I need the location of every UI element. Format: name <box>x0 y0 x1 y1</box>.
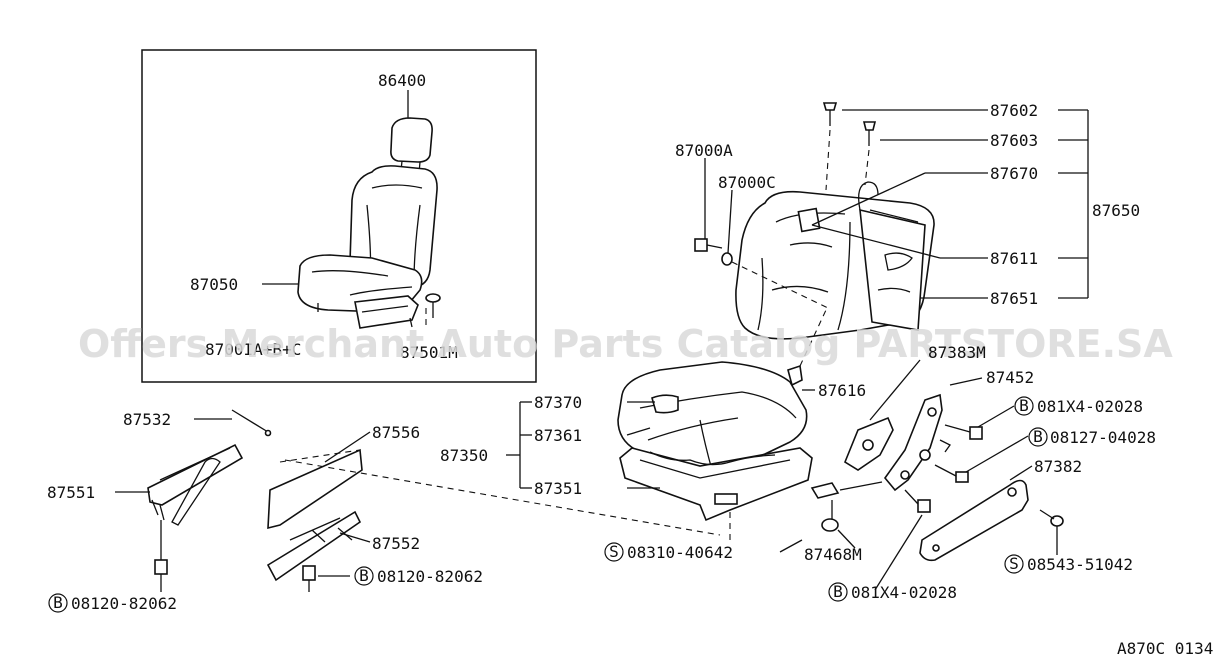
clip-87616-illustration <box>787 309 827 387</box>
label-87361: 87361 <box>534 426 582 445</box>
label-87670: 87670 <box>990 164 1038 183</box>
callout-number: 08310-40642 <box>627 543 733 562</box>
callout-prefix: B <box>53 593 63 612</box>
label-86400: 86400 <box>378 71 426 90</box>
callout-number: 08127-04028 <box>1050 428 1156 447</box>
callout-b-08120-82062-left: B 08120-82062 <box>48 593 177 613</box>
callout-b-08127-04028: B 08127-04028 <box>1028 427 1156 447</box>
hinge-87452-illustration <box>883 377 983 492</box>
label-87616: 87616 <box>818 381 866 400</box>
label-87382: 87382 <box>1034 457 1082 476</box>
bolt-mid-illustration <box>302 565 316 592</box>
callout-prefix: S <box>609 542 619 561</box>
label-87350: 87350 <box>440 446 488 465</box>
inset-bolt-illustration <box>425 293 441 330</box>
label-87551: 87551 <box>47 483 95 502</box>
label-87651: 87651 <box>990 289 1038 308</box>
callout-prefix: B <box>1033 427 1043 446</box>
label-87603: 87603 <box>990 131 1038 150</box>
callout-prefix: B <box>359 566 369 585</box>
label-87383m: 87383M <box>928 343 986 362</box>
label-87501m: 87501M <box>400 343 458 362</box>
label-87611: 87611 <box>990 249 1038 268</box>
seat-back-illustration <box>735 181 935 340</box>
bolt-08543-illustration <box>1039 509 1064 555</box>
label-87468m: 87468M <box>804 545 862 564</box>
bolt-081x4-bottom-illustration <box>874 489 931 591</box>
bracket-87382-illustration <box>919 465 1033 562</box>
label-8700ia-bc: 8700IA+B+C <box>205 340 301 359</box>
seat-cushion-illustration <box>617 361 808 473</box>
cable-87532-illustration <box>231 409 272 437</box>
rail-87551-illustration <box>147 443 244 526</box>
callout-prefix: B <box>833 582 843 601</box>
callout-number: 08120-82062 <box>71 594 177 613</box>
bolt-87000a-illustration <box>694 158 723 252</box>
cover-to-frame-guide <box>284 459 721 536</box>
label-87532: 87532 <box>123 410 171 429</box>
callout-b-08120-82062-mid: B 08120-82062 <box>354 566 483 586</box>
inset-panel: 86400 87050 8700IA+B+C 87501M <box>141 49 537 383</box>
clip-87603-illustration <box>862 121 877 186</box>
knob-87468m-illustration <box>810 481 883 549</box>
bolt-left-illustration <box>154 520 168 592</box>
label-87370: 87370 <box>534 393 582 412</box>
washer-87000c-illustration <box>721 189 829 309</box>
callout-number: 081X4-02028 <box>851 583 957 602</box>
diagram-code: A870C 0134 <box>1117 639 1213 658</box>
callout-prefix: B <box>1019 396 1029 415</box>
leader-lines <box>115 109 1089 577</box>
label-87000c: 87000C <box>718 173 776 192</box>
callout-b-081x4-02028-top: B 081X4-02028 <box>1014 396 1143 416</box>
callout-number: 081X4-02028 <box>1037 397 1143 416</box>
callout-prefix: S <box>1009 554 1019 573</box>
label-87650: 87650 <box>1092 201 1140 220</box>
bolt-081x4-top-illustration <box>944 405 1015 440</box>
watermark: Offers Merchant Auto Parts Catalog PARTS… <box>78 322 1173 366</box>
callout-number: 08120-82062 <box>377 567 483 586</box>
rail-87552-illustration <box>266 510 362 582</box>
seat-frame-illustration <box>619 447 813 540</box>
bolt-08127-illustration <box>934 435 1029 483</box>
label-87351: 87351 <box>534 479 582 498</box>
callout-b-081x4-02028-bottom: B 081X4-02028 <box>828 582 957 602</box>
label-87000a: 87000A <box>675 141 733 160</box>
cover-87556-illustration <box>267 431 371 530</box>
hinge-87383m-illustration <box>844 359 921 471</box>
callout-s-08543-51042: S 08543-51042 <box>1004 554 1133 574</box>
label-87050: 87050 <box>190 275 238 294</box>
label-87602: 87602 <box>990 101 1038 120</box>
callout-number: 08543-51042 <box>1027 555 1133 574</box>
label-87452: 87452 <box>986 368 1034 387</box>
inset-seat-illustration <box>297 165 438 329</box>
label-87556: 87556 <box>372 423 420 442</box>
clip-87602-illustration <box>822 102 838 191</box>
label-87552: 87552 <box>372 534 420 553</box>
callout-s-08310-40642: S 08310-40642 <box>604 542 733 562</box>
inset-headrest-illustration <box>390 117 433 174</box>
